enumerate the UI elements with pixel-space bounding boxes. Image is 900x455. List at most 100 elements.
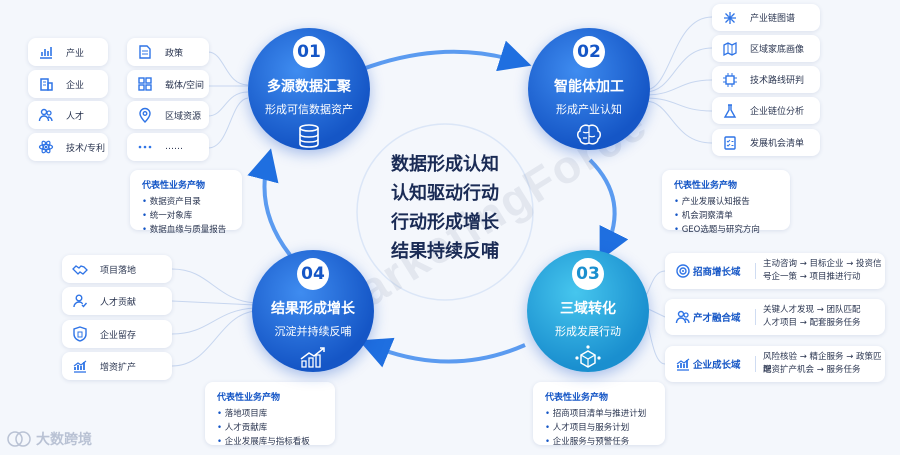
card-source[interactable]: …… [127,133,209,161]
database-icon [299,124,319,148]
card-source[interactable]: 区域资源 [127,101,209,129]
card-source[interactable]: 载体/空间 [127,70,209,98]
center-summary: 数据形成认知 认知驱动行动 行动形成增长 结果持续反哺 [375,150,515,266]
rep-title: 代表性业务产物 [142,181,206,191]
logo-icon [7,431,31,447]
checklist-icon [720,133,740,153]
card-label: 企业链位分析 [750,107,805,117]
rep-item: 人才项目与服务计划 [545,421,653,435]
rep-title: 代表性业务产物 [545,393,609,403]
center-line: 认知驱动行动 [391,183,499,204]
growth-icon [70,356,90,376]
representative-outputs-card: 代表性业务产物落地项目库人才贡献库企业发展库与指标看板 [205,382,335,447]
people-icon [675,310,690,324]
stage-title: 结果形成增长 [271,301,355,317]
card-outcome[interactable]: 企业留存 [62,320,172,348]
rep-item: 产业发展认知报告 [674,195,778,209]
card-label: 产业链图谱 [750,14,796,24]
card-label: 技术/专利 [66,143,106,154]
rep-item: 企业服务与预警任务 [545,435,653,449]
card-agent[interactable]: 产业链图谱 [712,4,820,31]
building-icon [40,78,53,91]
domain-label: 企业成长域 [673,346,741,382]
more-icon [135,137,155,157]
location-icon [135,105,155,125]
domain-title: 产才融合域 [693,313,741,324]
card-source[interactable]: 人才 [28,101,108,129]
domain-card[interactable]: 产才融合域关键人才发现 → 团队匹配人才项目 → 配套服务任务 [665,299,885,335]
growth-icon [73,360,87,373]
domain-card[interactable]: 招商增长域主动咨询 → 目标企业 → 投资信号一企一策 → 项目推进行动 [665,253,885,289]
stage-03-circle: 03 三域转化 形成发展行动 [527,250,649,372]
card-source[interactable]: 产业 [28,38,108,66]
flask-icon [723,103,737,118]
flask-icon [720,101,740,121]
stage-04-circle: 04 结果形成增长 沉淀并持续反哺 [252,250,374,372]
card-label: 增资扩产 [100,362,137,373]
domain-line: 主动咨询 → 目标企业 → 投资信号 [763,259,882,282]
card-label: 发展机会清单 [750,139,805,149]
shield-building-icon [70,324,90,344]
rep-item: 人才贡献库 [217,421,323,435]
card-label: 载体/空间 [165,80,205,91]
card-agent[interactable]: 企业链位分析 [712,97,820,124]
handshake-icon [70,259,90,279]
people-icon [673,307,693,327]
domain-divider [755,309,756,325]
chip-icon [723,72,737,87]
domain-title: 招商增长域 [693,267,741,278]
card-outcome[interactable]: 增资扩产 [62,352,172,380]
domain-line: 增资扩产机会 → 服务任务 [763,365,861,375]
representative-outputs-card: 代表性业务产物数据资产目录统一对象库数据血缘与质量报告 [130,170,242,235]
domain-card[interactable]: 企业成长域 风险核验 → 精企服务 → 政策匹配增资扩产机会 → 服务任务 [665,346,885,382]
card-outcome[interactable]: 人才贡献 [62,287,172,315]
center-line: 数据形成认知 [391,154,499,175]
card-source[interactable]: 技术/专利 [28,133,108,161]
people-icon [38,108,53,122]
rep-item: 招商项目清单与推进计划 [545,407,653,421]
network-icon [720,8,740,28]
domain-label: 招商增长域 [673,253,741,289]
center-line: 行动形成增长 [391,212,499,233]
rep-item: 数据血缘与质量报告 [142,223,230,237]
domain-title: 企业成长域 [693,360,741,371]
card-label: 人才贡献 [100,297,137,308]
atom-icon [38,140,54,154]
card-label: 人才 [66,111,85,122]
card-label: 技术路线研判 [750,76,805,86]
card-agent[interactable]: 区域家底画像 [712,35,820,62]
more-icon [138,145,152,149]
location-icon [139,107,151,123]
chip-icon [720,70,740,90]
brain-icon [577,124,601,145]
stage-number: 02 [573,36,605,68]
rep-title: 代表性业务产物 [217,393,281,403]
rep-item: 企业发展库与指标看板 [217,435,323,449]
person-check-icon [70,291,90,311]
shield-building-icon [73,326,87,342]
domain-line: 风险核验 → 精企服务 → 政策匹配 [763,352,882,375]
rep-item: 落地项目库 [217,407,323,421]
target-icon [673,261,693,281]
card-label: 产业 [66,48,85,59]
card-agent[interactable]: 技术路线研判 [712,66,820,93]
representative-outputs-card: 代表性业务产物招商项目清单与推进计划人才项目与服务计划企业服务与预警任务 [533,382,665,447]
domain-label: 产才融合域 [673,299,741,335]
target-icon [676,264,690,278]
card-outcome[interactable]: 项目落地 [62,255,172,283]
representative-outputs-card: 代表性业务产物产业发展认知报告机会洞察清单GEO选题与研究方向 [662,170,790,235]
bar-chart-icon [40,47,52,59]
stage-01-circle: 01 多源数据汇聚 形成可信数据资产 [248,28,370,150]
domain-divider [755,263,756,279]
stage-02-circle: 02 智能体加工 形成产业认知 [528,28,650,150]
card-source[interactable]: 政策 [127,38,209,66]
stage-subtitle: 沉淀并持续反哺 [274,325,352,338]
card-source[interactable]: 企业 [28,70,108,98]
card-agent[interactable]: 发展机会清单 [712,129,820,156]
growth-icon [673,354,693,374]
people-icon [36,105,56,125]
stage-number: 03 [572,258,604,290]
network-icon [724,11,736,24]
logo-text: 大数跨境 [36,432,92,448]
